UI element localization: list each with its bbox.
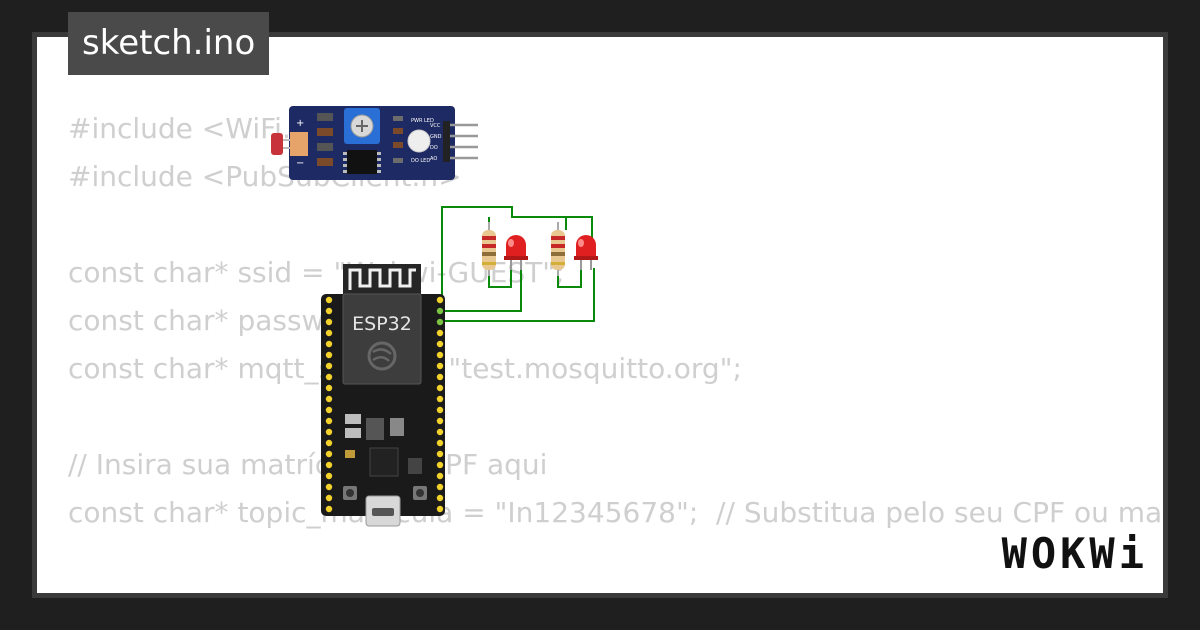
code-line: WiFiClient espClient; (68, 585, 1163, 593)
esp32-module-shield (342, 293, 422, 385)
ldr-sensor-module[interactable]: + − PWR LED DO LED VCC GND DO AO (271, 106, 478, 180)
espressif-logo-icon (367, 341, 397, 371)
sensor-pad (290, 132, 308, 156)
wire (488, 268, 512, 288)
board-label: ESP32 (352, 313, 412, 335)
pwr-led-label: PWR LED (411, 118, 434, 124)
pin-label-vcc: VCC (430, 123, 441, 129)
editor-canvas: #include <WiFi.h>#include <PubSubClient.… (37, 37, 1163, 593)
esp32-board[interactable]: ESP32 (321, 264, 445, 527)
photoresistor (271, 133, 283, 155)
antenna-trace (348, 268, 416, 290)
pin-label-do: DO (430, 145, 438, 151)
resistor[interactable] (551, 222, 565, 276)
wire (441, 268, 522, 312)
wire (441, 206, 593, 310)
svg-text:+: + (296, 118, 304, 129)
pin-label-ao: AO (430, 156, 437, 162)
svg-text:−: − (296, 158, 304, 169)
usb-bridge-chip (369, 447, 399, 477)
red-led[interactable] (574, 235, 598, 270)
wokwi-logo: WOKWi (1001, 529, 1148, 578)
wire (557, 268, 582, 288)
resistor[interactable] (482, 222, 496, 276)
wires (441, 206, 595, 322)
comparator-chip (347, 150, 377, 174)
red-led[interactable] (504, 235, 528, 270)
left-pin-header (325, 296, 333, 513)
right-pin-header (436, 296, 444, 513)
sensor-led-dome (407, 129, 431, 153)
code-line: const char* topic_matricula = "In1234567… (68, 496, 1163, 529)
file-tab[interactable]: sketch.ino (68, 12, 270, 75)
do-led-label: DO LED (411, 158, 430, 164)
wire (441, 268, 595, 322)
pin-label-gnd: GND (430, 134, 442, 140)
